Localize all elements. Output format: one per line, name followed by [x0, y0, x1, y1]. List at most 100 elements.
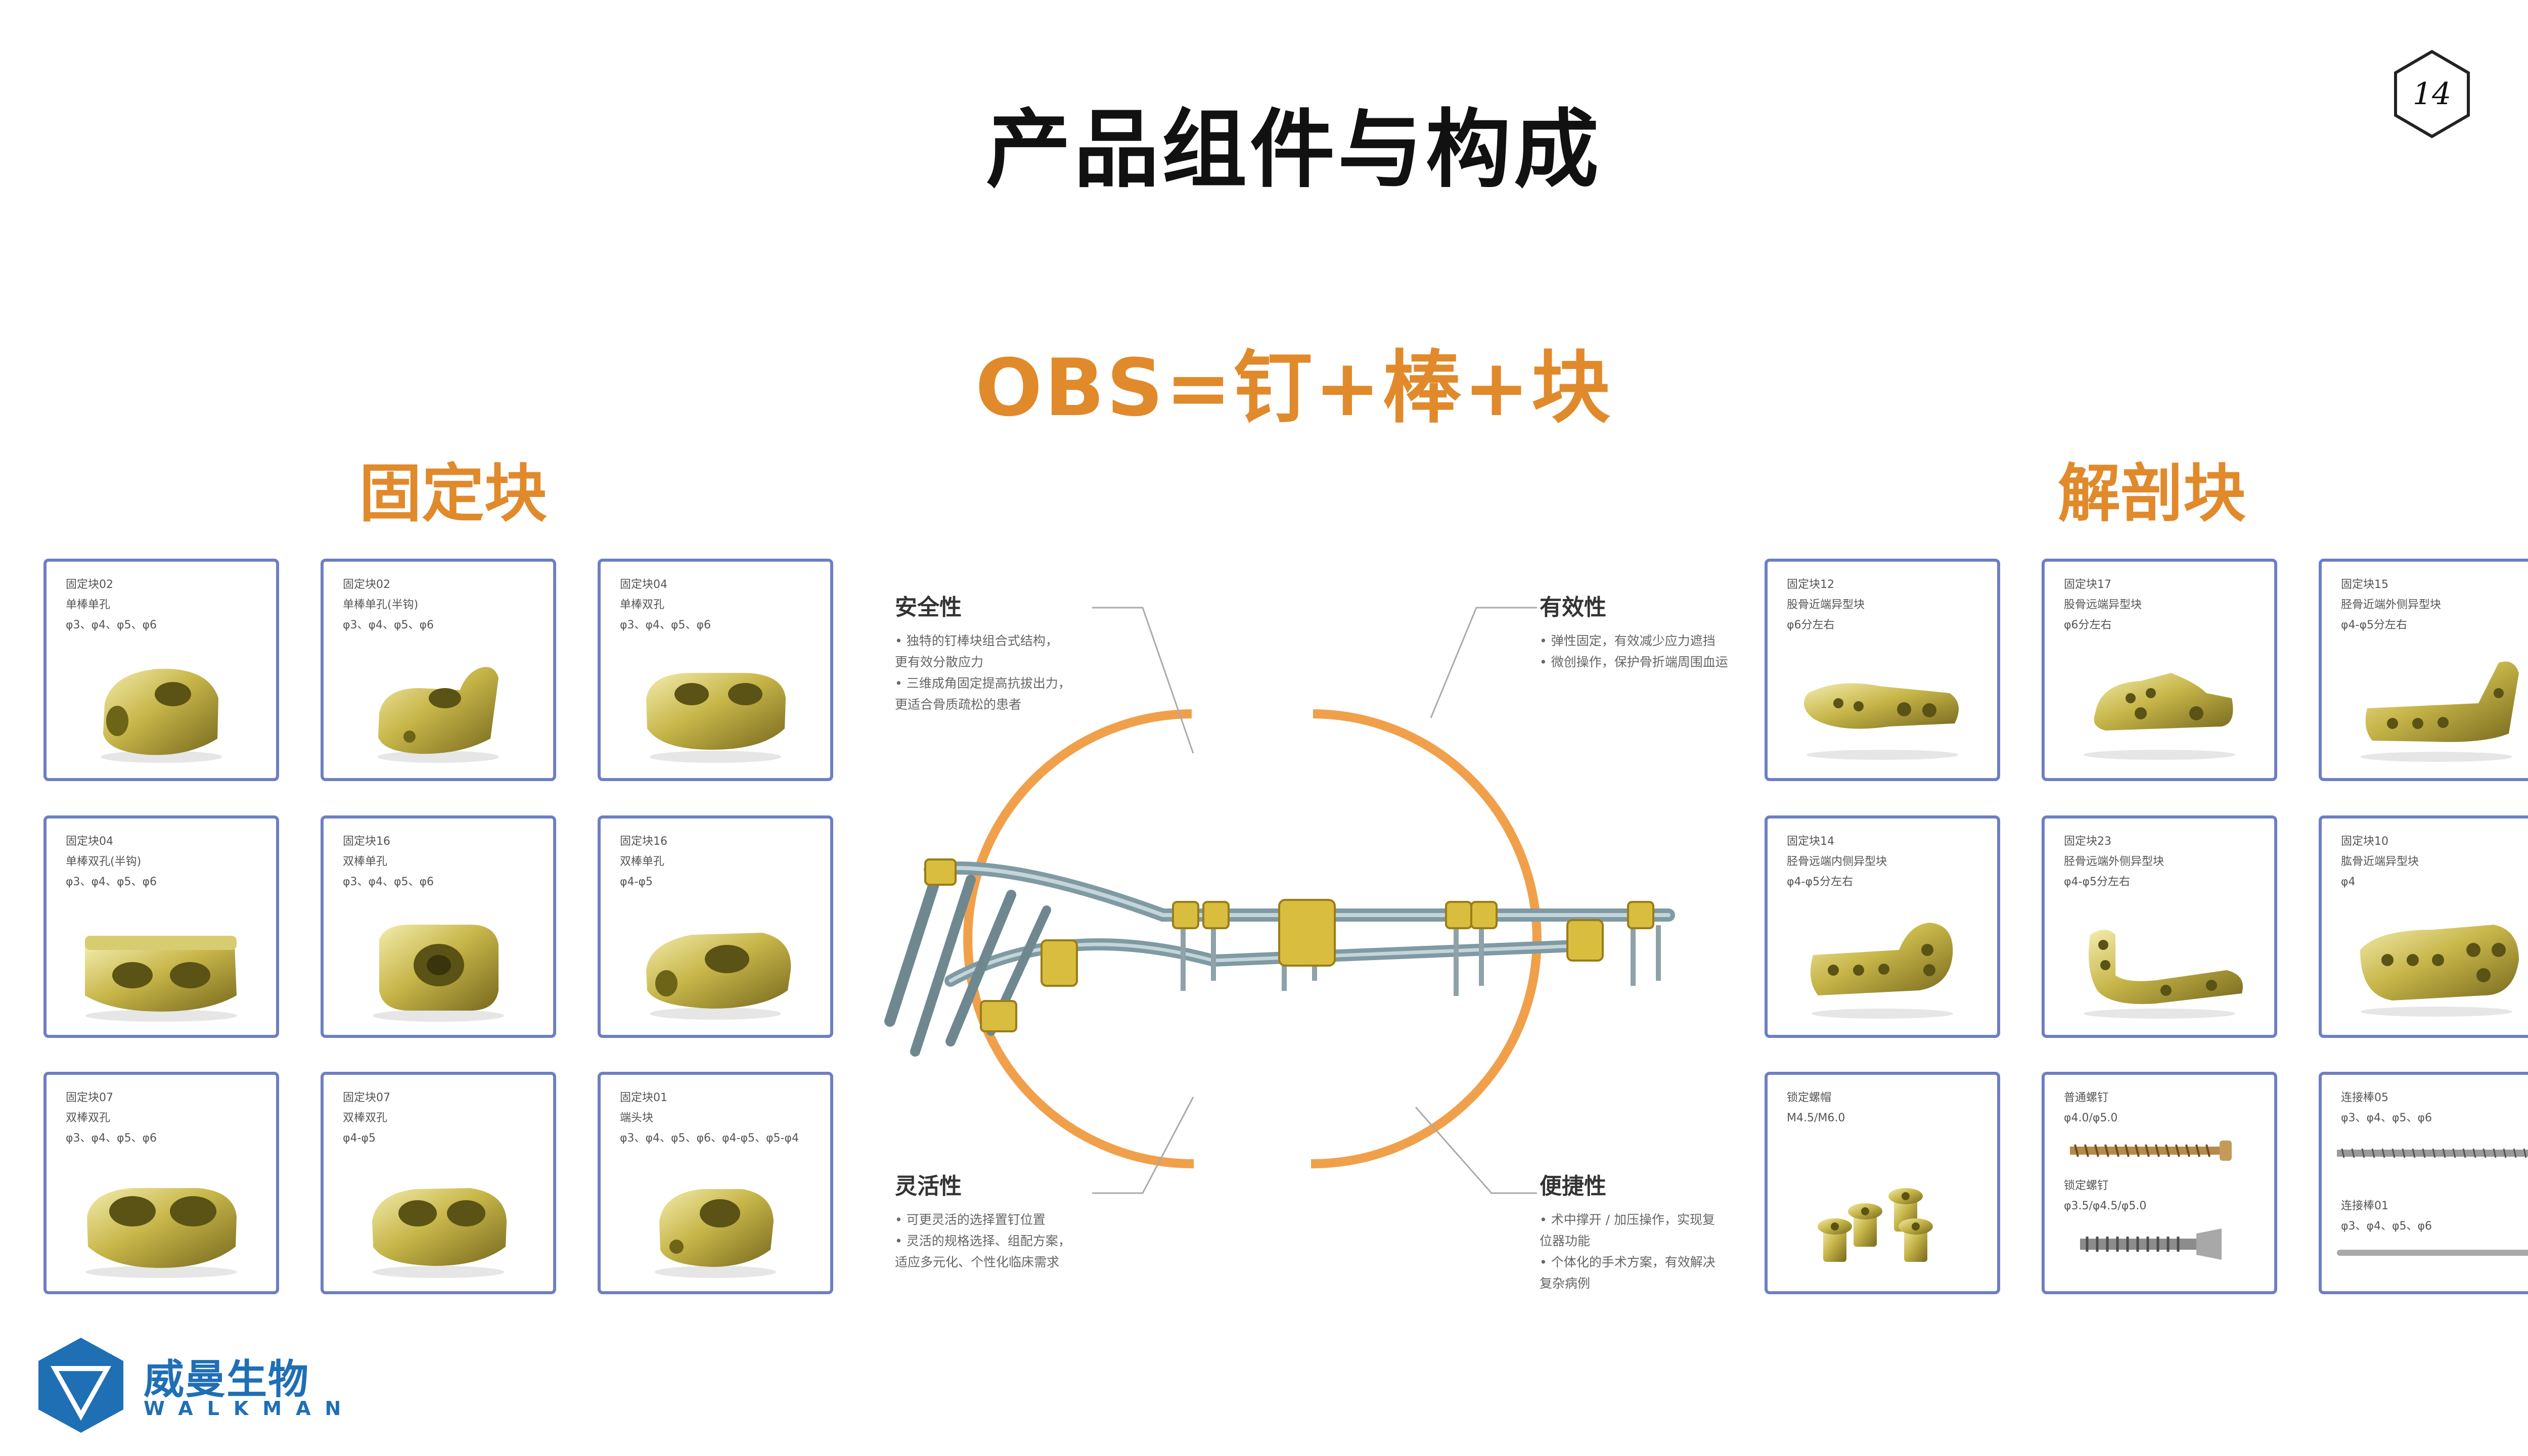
feature-line: • 个体化的手术方案，有效解决 [1540, 1255, 1716, 1269]
anatomic-block-card[interactable]: 固定块12 股骨近端异型块 φ6分左右 [1765, 559, 2000, 781]
feature-title: 便捷性 [1540, 1173, 1606, 1199]
plate-image [1804, 683, 1959, 760]
card-model: 固定块14 [1787, 835, 1834, 848]
card-model: 固定块07 [343, 1091, 390, 1104]
block-image [646, 933, 791, 1020]
feature-line: • 三维成角固定提高抗拔出力， [895, 676, 1071, 691]
card-desc: 胫骨近端外侧异型块 [2341, 599, 2442, 611]
feature-line: 更适合骨质疏松的患者 [895, 697, 1022, 712]
plate-image [1810, 923, 1953, 1019]
block-image [655, 1189, 776, 1278]
card-desc: 单棒单孔 [66, 599, 111, 611]
logo-text-en: WALKMAN [144, 1397, 355, 1420]
card-spec: φ4-φ5分左右 [2341, 619, 2407, 631]
card-model: 固定块04 [66, 835, 113, 848]
anatomic-blocks-title: 解剖块 [2058, 458, 2246, 530]
card-model: 固定块01 [620, 1091, 667, 1104]
card-desc: 胫骨远端内侧异型块 [1787, 855, 1887, 868]
feature-line: • 灵活的规格选择、组配方案， [895, 1234, 1071, 1248]
fixed-block-card[interactable]: 固定块16 双棒单孔 φ4-φ5 [598, 815, 833, 1038]
feature-title: 有效性 [1540, 595, 1606, 620]
page-number-badge: 14 [2391, 49, 2472, 140]
feature-line: 位器功能 [1540, 1234, 1591, 1248]
anatomic-block-card[interactable]: 固定块10 肱骨近端异型块 φ4 [2319, 815, 2528, 1038]
fixed-block-card[interactable]: 固定块16 双棒单孔 φ3、φ4、φ5、φ6 [321, 815, 556, 1038]
card-spec: φ3、φ4、φ5、φ6 [343, 619, 434, 631]
card-model: 固定块10 [2341, 835, 2388, 848]
card-desc: 单棒双孔 [620, 599, 665, 611]
card-spec: φ3、φ4、φ5、φ6 [66, 876, 157, 888]
fixed-block-card[interactable]: 固定块04 单棒双孔(半钩) φ3、φ4、φ5、φ6 [43, 815, 279, 1038]
card-spec: φ3、φ4、φ5、φ6 [2341, 1112, 2432, 1124]
card-spec: φ3、φ4、φ5、φ6、φ4-φ5、φ5-φ4 [620, 1132, 799, 1145]
fixed-block-card[interactable]: 固定块01 端头块 φ3、φ4、φ5、φ6、φ4-φ5、φ5-φ4 [598, 1072, 833, 1294]
anatomic-block-card[interactable]: 固定块23 胫骨远端外侧异型块 φ4-φ5分左右 [2042, 815, 2277, 1038]
block-image [373, 925, 504, 1022]
feature-title: 灵活性 [895, 1173, 962, 1199]
anatomic-block-card[interactable]: 固定块15 胫骨近端外侧异型块 φ4-φ5分左右 [2319, 559, 2528, 781]
walkman-logo-icon [38, 1338, 123, 1433]
card-desc: 肱骨近端异型块 [2341, 855, 2419, 868]
card-model: 固定块15 [2341, 578, 2388, 591]
block-image [646, 673, 786, 763]
locking-screw-image [2080, 1228, 2222, 1260]
card-model: 固定块04 [620, 578, 667, 591]
feature-line: • 可更灵活的选择置钉位置 [895, 1212, 1046, 1227]
block-image [85, 936, 237, 1022]
screw-card[interactable]: 普通螺钉 φ4.0/φ5.0 锁定螺钉 φ3.5/φ4.5/φ5.0 [2042, 1072, 2277, 1294]
card-desc: 单棒双孔(半钩) [66, 855, 142, 868]
fixed-block-card[interactable]: 固定块07 双棒双孔 φ3、φ4、φ5、φ6 [43, 1072, 279, 1294]
card-spec: φ3、φ4、φ5、φ6 [66, 619, 157, 631]
card-desc: 端头块 [620, 1112, 654, 1124]
card-spec: φ3、φ4、φ5、φ6 [66, 1132, 157, 1145]
fixed-blocks-title: 固定块 [359, 458, 548, 530]
anatomic-block-card[interactable]: 固定块17 股骨远端异型块 φ6分左右 [2042, 559, 2277, 781]
plate-image [2361, 661, 2519, 762]
card-desc: 股骨远端异型块 [2064, 599, 2142, 611]
card-model: 固定块07 [66, 1091, 113, 1104]
feature-line: 复杂病例 [1540, 1276, 1591, 1291]
card-spec: φ3.5/φ4.5/φ5.0 [2064, 1200, 2147, 1212]
fixed-block-card[interactable]: 固定块02 单棒单孔 φ3、φ4、φ5、φ6 [43, 559, 279, 781]
anatomic-block-card[interactable]: 固定块14 胫骨远端内侧异型块 φ4-φ5分左右 [1765, 815, 2000, 1038]
smooth-rod-image [2337, 1250, 2528, 1256]
feature-line: • 独特的钉棒块组合式结构， [895, 633, 1058, 648]
card-spec: φ4.0/φ5.0 [2064, 1112, 2118, 1124]
threaded-rod-image [2337, 1148, 2528, 1158]
obs-formula: OBS=钉+棒+块 [975, 342, 1612, 434]
card-desc: 双棒单孔 [343, 855, 388, 868]
card-model: 固定块02 [343, 578, 390, 591]
feature-line: 适应多元化、个性化临床需求 [895, 1255, 1060, 1269]
card-spec: φ6分左右 [1787, 619, 1835, 631]
card-spec: φ3、φ4、φ5、φ6 [343, 876, 434, 888]
rod-card[interactable]: 连接棒05 φ3、φ4、φ5、φ6 连接棒01 φ3、φ4、φ5、φ6 [2319, 1072, 2528, 1294]
card-desc: 双棒双孔 [66, 1112, 111, 1124]
card-spec: φ4-φ5 [343, 1132, 376, 1145]
card-model: 固定块23 [2064, 835, 2111, 848]
logo-text-cn: 威曼生物 [144, 1356, 309, 1403]
fixed-block-card[interactable]: 固定块02 单棒单孔(半钩) φ3、φ4、φ5、φ6 [321, 559, 556, 781]
lock-cap-card[interactable]: 锁定螺帽 M4.5/M6.0 [1765, 1072, 2000, 1294]
fixed-block-card[interactable]: 固定块04 单棒双孔 φ3、φ4、φ5、φ6 [598, 559, 833, 781]
card-spec: φ4-φ5分左右 [1787, 876, 1853, 888]
feature-convenience: 便捷性 • 术中撑开 / 加压操作，实现复 位器功能 • 个体化的手术方案，有效… [1540, 1168, 1716, 1294]
card-model: 固定块16 [620, 835, 667, 848]
card-desc: 胫骨远端外侧异型块 [2064, 855, 2164, 868]
fixed-block-card[interactable]: 固定块07 双棒双孔 φ4-φ5 [321, 1072, 556, 1294]
feature-line: • 微创操作，保护骨折端周围血运 [1540, 655, 1728, 669]
plate-image [2360, 925, 2519, 1017]
feature-line: • 弹性固定，有效减少应力遮挡 [1540, 633, 1716, 648]
page-title: 产品组件与构成 [986, 100, 1602, 199]
card-model: 固定块12 [1787, 578, 1834, 591]
feature-effectiveness: 有效性 • 弹性固定，有效减少应力遮挡 • 微创操作，保护骨折端周围血运 [1540, 589, 1728, 673]
card-model: 普通螺钉 [2064, 1091, 2109, 1104]
lock-cap-image [1818, 1188, 1933, 1262]
card-spec: φ3、φ4、φ5、φ6 [620, 619, 711, 631]
block-image [372, 1188, 507, 1278]
feature-line: 更有效分散应力 [895, 655, 984, 669]
plate-image [2084, 930, 2243, 1019]
card-spec: φ4-φ5 [620, 876, 653, 888]
plate-image [2084, 673, 2235, 760]
block-image [85, 1188, 237, 1278]
card-desc: 双棒单孔 [620, 855, 665, 868]
